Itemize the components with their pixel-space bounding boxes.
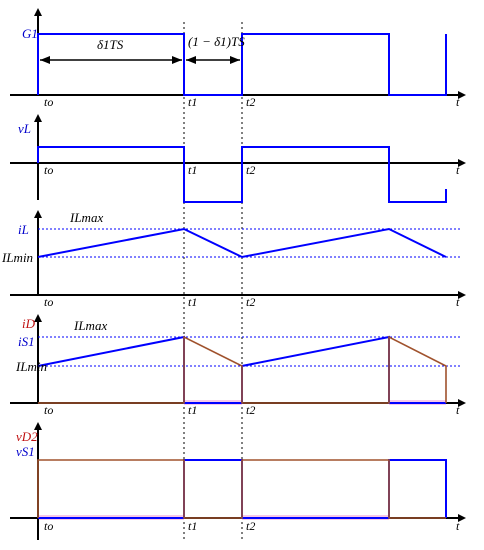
panel-diode-switch-current: iD iS1 ILmax ILmin t to t1 t2 xyxy=(10,314,466,417)
il-tick-t2: t2 xyxy=(246,295,255,309)
il-min-label: ILmin xyxy=(1,250,33,265)
id-tick-t1: t1 xyxy=(188,403,197,417)
id-label: iD xyxy=(22,316,36,331)
il-waveform xyxy=(37,227,447,259)
id-min-label: ILmin xyxy=(15,359,47,374)
vl-label: vL xyxy=(18,121,31,136)
id-tick-t0: to xyxy=(44,403,53,417)
vl-time-label: t xyxy=(456,163,460,177)
il-max-label: ILmax xyxy=(69,210,103,225)
g1-tick-t1: t1 xyxy=(188,95,197,109)
g1-tick-t0: to xyxy=(44,95,53,109)
vl-tick-t1: t1 xyxy=(188,163,197,177)
il-time-label: t xyxy=(456,295,460,309)
panel-gate-signal: G1 δ1TS (1 − δ1)TS t to t1 t2 xyxy=(10,8,466,109)
id-max-label: ILmax xyxy=(73,318,107,333)
g1-waveform xyxy=(37,33,447,96)
g1-tick-t2: t2 xyxy=(246,95,255,109)
vs1-label: vS1 xyxy=(16,444,35,459)
vd2-label: vD2 xyxy=(16,429,38,444)
il-tick-t1: t1 xyxy=(188,295,197,309)
vl-waveform xyxy=(37,146,447,203)
ton-annotation: δ1TS xyxy=(97,37,124,52)
vl-tick-t0: to xyxy=(44,163,53,177)
panel-inductor-voltage: vL t to t1 t2 xyxy=(10,114,466,203)
is1-label: iS1 xyxy=(18,334,35,349)
id-tick-t2: t2 xyxy=(246,403,255,417)
g1-time-label: t xyxy=(456,95,460,109)
il-tick-t0: to xyxy=(44,295,53,309)
panel-diode-switch-voltage: vD2 vS1 t to t1 t2 xyxy=(10,422,466,540)
g1-label: G1 xyxy=(22,26,38,41)
vd-tick-t2: t2 xyxy=(246,519,255,533)
vd-time-label: t xyxy=(456,519,460,533)
vd-tick-t0: to xyxy=(44,519,53,533)
panel-inductor-current: iL ILmax ILmin t to t1 t2 xyxy=(1,210,466,309)
id-waveform xyxy=(38,335,447,404)
vl-tick-t2: t2 xyxy=(246,163,255,177)
vd2-waveform xyxy=(37,459,446,519)
vd-tick-t1: t1 xyxy=(188,519,197,533)
toff-annotation: (1 − δ1)TS xyxy=(188,34,245,49)
id-time-label: t xyxy=(456,403,460,417)
il-label: iL xyxy=(18,222,29,237)
